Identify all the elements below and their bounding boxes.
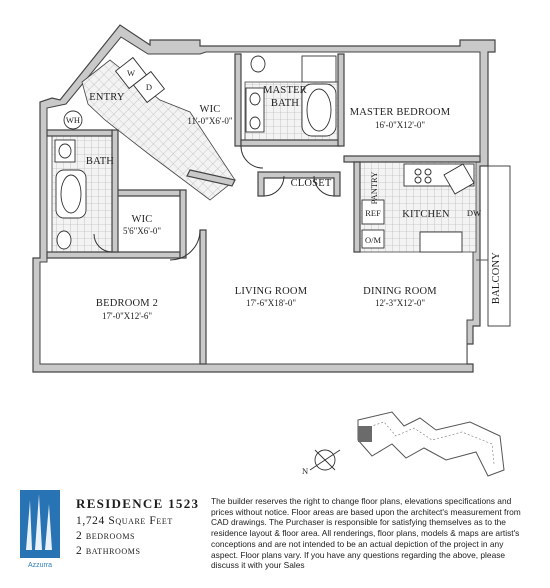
bedroom2-size: 17'-0"X12'-6" <box>102 311 152 321</box>
master-bedroom-size: 16'-0"X12'-0" <box>375 120 425 130</box>
compass-icon <box>314 449 336 471</box>
residence-title: RESIDENCE 1523 <box>76 496 200 511</box>
om-label: O/M <box>365 235 382 245</box>
bath-label: BATH <box>86 156 114 167</box>
dining-room-size: 12'-3"X12'-0" <box>375 298 425 308</box>
closet-label: CLOSET <box>291 178 332 189</box>
dw-label: DW <box>467 208 481 218</box>
fixtures <box>54 55 511 327</box>
washer-label: W <box>127 68 135 78</box>
living-room-label: LIVING ROOM <box>235 286 308 297</box>
logo-text: Azzurra <box>28 562 52 569</box>
pantry-label: PANTRY <box>369 172 379 205</box>
square-feet: 1,724 Square Feet <box>76 515 173 527</box>
living-room-size: 17'-6"X18'-0" <box>246 298 296 308</box>
balcony-label: BALCONY <box>491 252 502 304</box>
bedroom2-label: BEDROOM 2 <box>96 298 158 309</box>
azzurra-logo: Azzurra <box>20 490 60 569</box>
wic-master-label: WIC <box>199 104 220 115</box>
bedrooms-count: 2 bedrooms <box>76 530 136 542</box>
disclaimer-text: The builder reserves the right to change… <box>211 496 521 571</box>
dining-room-label: DINING ROOM <box>363 286 437 297</box>
water-heater-label: WH <box>66 115 80 125</box>
highlighted-unit <box>358 426 372 442</box>
ref-label: REF <box>365 208 381 218</box>
room-labels: MASTER BEDROOM 16'-0"X12'-0" MASTER BATH… <box>66 68 502 321</box>
residence-info: RESIDENCE 1523 1,724 Square Feet 2 bedro… <box>76 496 211 557</box>
wic-bedroom2-label: WIC <box>131 214 152 225</box>
compass-north-label: N <box>302 466 308 476</box>
site-key-plan: N <box>302 411 505 477</box>
wic-bedroom2-size: 5'6"X6'-0" <box>123 226 161 236</box>
master-bedroom-label: MASTER BEDROOM <box>350 107 451 118</box>
dryer-label: D <box>146 82 152 92</box>
wic-master-size: 11'-0"X6'-0" <box>187 116 233 126</box>
bathrooms-count: 2 bathrooms <box>76 545 141 557</box>
master-bath-label-line2: BATH <box>271 98 299 109</box>
kitchen-label: KITCHEN <box>402 209 450 220</box>
interior-walls <box>46 53 481 365</box>
entry-label: ENTRY <box>89 92 125 103</box>
floor-plan: MASTER BEDROOM 16'-0"X12'-0" MASTER BATH… <box>32 24 511 477</box>
master-bath-label-line1: MASTER <box>263 85 307 96</box>
